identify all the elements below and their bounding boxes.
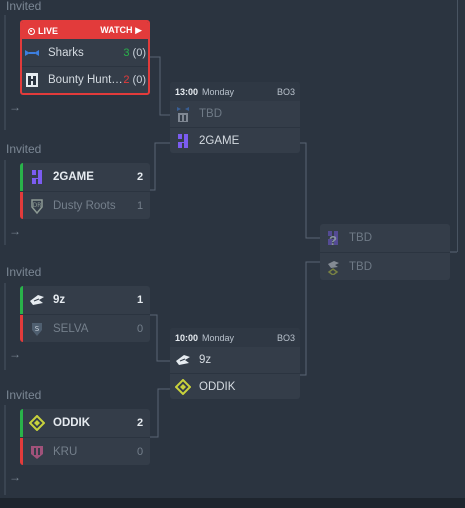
dusty-roots-logo-icon: DR — [29, 198, 45, 214]
team-row[interactable]: 2GAME — [170, 127, 300, 153]
9z-logo-icon — [29, 292, 45, 308]
team-name: 2GAME — [53, 171, 94, 183]
invited-label: Invited — [6, 265, 42, 279]
oddik-logo-icon — [29, 415, 45, 431]
question-mark-icon: ? — [329, 233, 337, 248]
lose-indicator — [20, 192, 23, 219]
team-score: 1 — [136, 199, 144, 212]
team-score: 0 — [136, 322, 144, 335]
win-indicator — [20, 163, 23, 191]
match-day: Monday — [202, 86, 235, 97]
team-row[interactable]: 9z 1 — [20, 286, 150, 314]
team-name: TBD — [349, 260, 372, 273]
sharks-logo-icon — [24, 45, 40, 61]
live-dot-icon — [28, 27, 35, 35]
score-value: 3 — [123, 46, 130, 59]
team-name: TBD — [349, 232, 372, 244]
upcoming-match-card[interactable]: 13:00 Monday BO3 TBD 2GAME — [170, 82, 300, 153]
team-name: 9z — [53, 294, 66, 306]
team-name: SELVA — [53, 322, 89, 335]
kru-logo-icon — [29, 444, 45, 460]
match-card[interactable]: ODDIK 2 KRÜ 0 — [20, 409, 150, 465]
team-name: Dusty Roots — [53, 199, 116, 212]
team-row[interactable]: ODDIK — [170, 373, 300, 399]
invited-label: Invited — [6, 142, 42, 156]
tbd-logo-icon — [325, 259, 341, 275]
live-label: LIVE — [38, 25, 59, 36]
team-row[interactable]: TBD — [320, 224, 450, 252]
arrow-right-icon: → — [9, 347, 21, 361]
bounty-hunters-logo-icon — [24, 72, 40, 88]
team-score: 0 — [136, 445, 144, 458]
win-indicator — [20, 286, 23, 314]
svg-text:DR: DR — [33, 202, 42, 209]
9z-logo-icon — [175, 352, 191, 368]
bottom-scrollbar-track[interactable] — [0, 498, 465, 508]
team-row[interactable]: S SELVA 0 — [20, 314, 150, 342]
win-indicator — [20, 409, 23, 437]
match-day: Monday — [202, 332, 235, 343]
oddik-logo-icon — [175, 378, 191, 395]
team-name: TBD — [199, 108, 222, 120]
team-name: Sharks — [48, 46, 84, 59]
team-name: 2GAME — [199, 134, 240, 147]
arrow-right-icon: → — [9, 100, 21, 114]
invited-label: Invited — [6, 0, 42, 13]
team-row[interactable]: 2GAME 2 — [20, 163, 150, 191]
invited-label: Invited — [6, 388, 42, 402]
lose-indicator — [20, 315, 23, 342]
live-match-card[interactable]: LIVE WATCH ▶ Sharks 3 (0) Bounty Hunt… 2… — [20, 20, 150, 95]
score-value: 2 — [123, 74, 130, 86]
team-row[interactable]: 9z — [170, 347, 300, 373]
lose-indicator — [20, 438, 23, 465]
tbd-logo-icon — [175, 106, 191, 122]
map-score: (0) — [132, 74, 146, 86]
2game-logo-icon — [29, 169, 45, 185]
match-header: 13:00 Monday BO3 — [170, 82, 300, 101]
arrow-right-icon: → — [9, 470, 21, 484]
match-format: BO3 — [276, 332, 295, 343]
team-name: KRÜ — [53, 445, 78, 458]
team-score: 2 — [136, 417, 144, 429]
upcoming-match-card[interactable]: 10:00 Monday BO3 9z ODDIK — [170, 328, 300, 399]
team-name: 9z — [199, 354, 212, 366]
watch-label: WATCH — [100, 25, 133, 35]
map-score: (0) — [132, 46, 146, 59]
team-name: ODDIK — [53, 417, 91, 429]
match-header: 10:00 Monday BO3 — [170, 328, 300, 347]
play-icon: ▶ — [135, 25, 142, 35]
match-card[interactable]: 2GAME 2 DR Dusty Roots 1 — [20, 163, 150, 219]
team-score: 1 — [136, 294, 144, 306]
team-row[interactable]: DR Dusty Roots 1 — [20, 191, 150, 219]
match-time: 13:00 — [175, 86, 199, 97]
watch-button[interactable]: WATCH ▶ — [100, 25, 142, 36]
team-row[interactable]: TBD — [320, 252, 450, 280]
team-row[interactable]: ODDIK 2 — [20, 409, 150, 437]
team-name: ODDIK — [199, 380, 236, 393]
final-match-card[interactable]: TBD TBD — [320, 224, 450, 280]
team-name: Bounty Hunt… — [48, 74, 123, 86]
tbd-logo-icon — [325, 230, 341, 246]
2game-logo-icon — [175, 133, 191, 149]
team-row[interactable]: KRÜ 0 — [20, 437, 150, 465]
team-score: 2 — [136, 171, 144, 183]
selva-logo-icon: S — [29, 321, 45, 337]
match-card[interactable]: 9z 1 S SELVA 0 — [20, 286, 150, 342]
svg-text:S: S — [35, 325, 40, 333]
live-header: LIVE WATCH ▶ — [22, 22, 148, 39]
team-row[interactable]: TBD — [170, 101, 300, 127]
match-format: BO3 — [276, 86, 295, 97]
arrow-right-icon: → — [9, 224, 21, 238]
match-time: 10:00 — [175, 332, 199, 343]
team-score: 3 (0) — [123, 47, 146, 59]
next-round-connector — [457, 0, 465, 252]
team-row[interactable]: Bounty Hunt… 2 (0) — [22, 66, 148, 93]
team-row[interactable]: Sharks 3 (0) — [22, 39, 148, 66]
team-score: 2 (0) — [123, 74, 146, 86]
